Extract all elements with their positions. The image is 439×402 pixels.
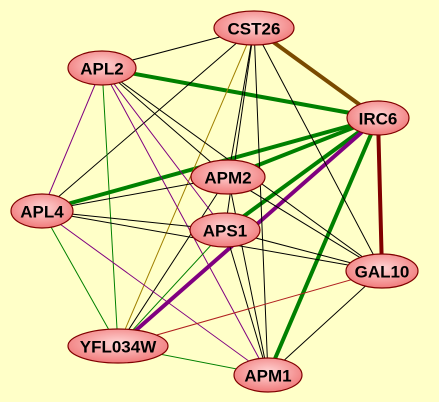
- edge-gal10-irc6: [376, 116, 384, 273]
- node-label: CST26: [228, 20, 281, 39]
- edge-cst26-apl4: [41, 27, 255, 212]
- edge-aps1-apm1: [224, 229, 269, 376]
- edge-cst26-yfl034w: [117, 27, 255, 347]
- node-label: IRC6: [359, 110, 398, 129]
- node-label: APL2: [80, 60, 123, 79]
- edge-apl2-yfl034w: [101, 67, 119, 347]
- node-label: APS1: [203, 222, 247, 241]
- edge-cst26-aps1: [224, 27, 255, 231]
- edge-gal10-apm1: [267, 270, 383, 376]
- node-shape: [213, 10, 295, 46]
- node-apl2[interactable]: APL2: [67, 50, 137, 86]
- node-shape: [67, 50, 137, 86]
- node-shape: [10, 193, 74, 229]
- node-shape: [67, 328, 169, 364]
- edge-aps1-yfl034w: [117, 229, 226, 347]
- edge-cst26-gal10: [253, 27, 383, 272]
- edge-cst26-apm2: [227, 27, 255, 178]
- edge-apm2-apm1: [227, 176, 269, 376]
- node-yfl034w[interactable]: YFL034W: [67, 328, 169, 364]
- node-shape: [233, 357, 303, 393]
- edge-apl2-irc6: [100, 66, 380, 120]
- edge-apm2-yfl034w: [117, 176, 229, 347]
- node-aps1[interactable]: APS1: [189, 212, 261, 248]
- node-irc6[interactable]: IRC6: [346, 100, 410, 136]
- edge-apm1-irc6: [266, 116, 380, 377]
- node-gal10[interactable]: GAL10: [345, 253, 419, 289]
- node-label: APM1: [244, 367, 291, 386]
- node-cst26[interactable]: CST26: [213, 10, 295, 46]
- node-shape: [189, 212, 261, 248]
- edge-apl4-yfl034w: [41, 210, 119, 347]
- edge-apl2-apm2: [101, 67, 229, 178]
- node-label: YFL034W: [80, 338, 157, 357]
- node-label: APL4: [20, 203, 64, 222]
- node-label: GAL10: [355, 263, 410, 282]
- edge-yfl034w-gal10: [117, 270, 383, 347]
- node-apm1[interactable]: APM1: [233, 357, 303, 393]
- edge-apl2-apl4: [41, 67, 103, 212]
- node-label: APM2: [204, 169, 251, 188]
- node-shape: [190, 159, 266, 195]
- node-apl4[interactable]: APL4: [10, 193, 74, 229]
- node-shape: [346, 100, 410, 136]
- edge-cst26-apm1: [253, 27, 269, 376]
- node-shape: [345, 253, 419, 289]
- edge-apm2-gal10: [227, 176, 383, 272]
- edge-apl2-aps1: [101, 67, 226, 231]
- edge-aps1-irc6: [223, 116, 380, 232]
- node-apm2[interactable]: APM2: [190, 159, 266, 195]
- edge-apl2-apm1: [101, 67, 269, 376]
- edge-apl4-apm1: [41, 210, 269, 376]
